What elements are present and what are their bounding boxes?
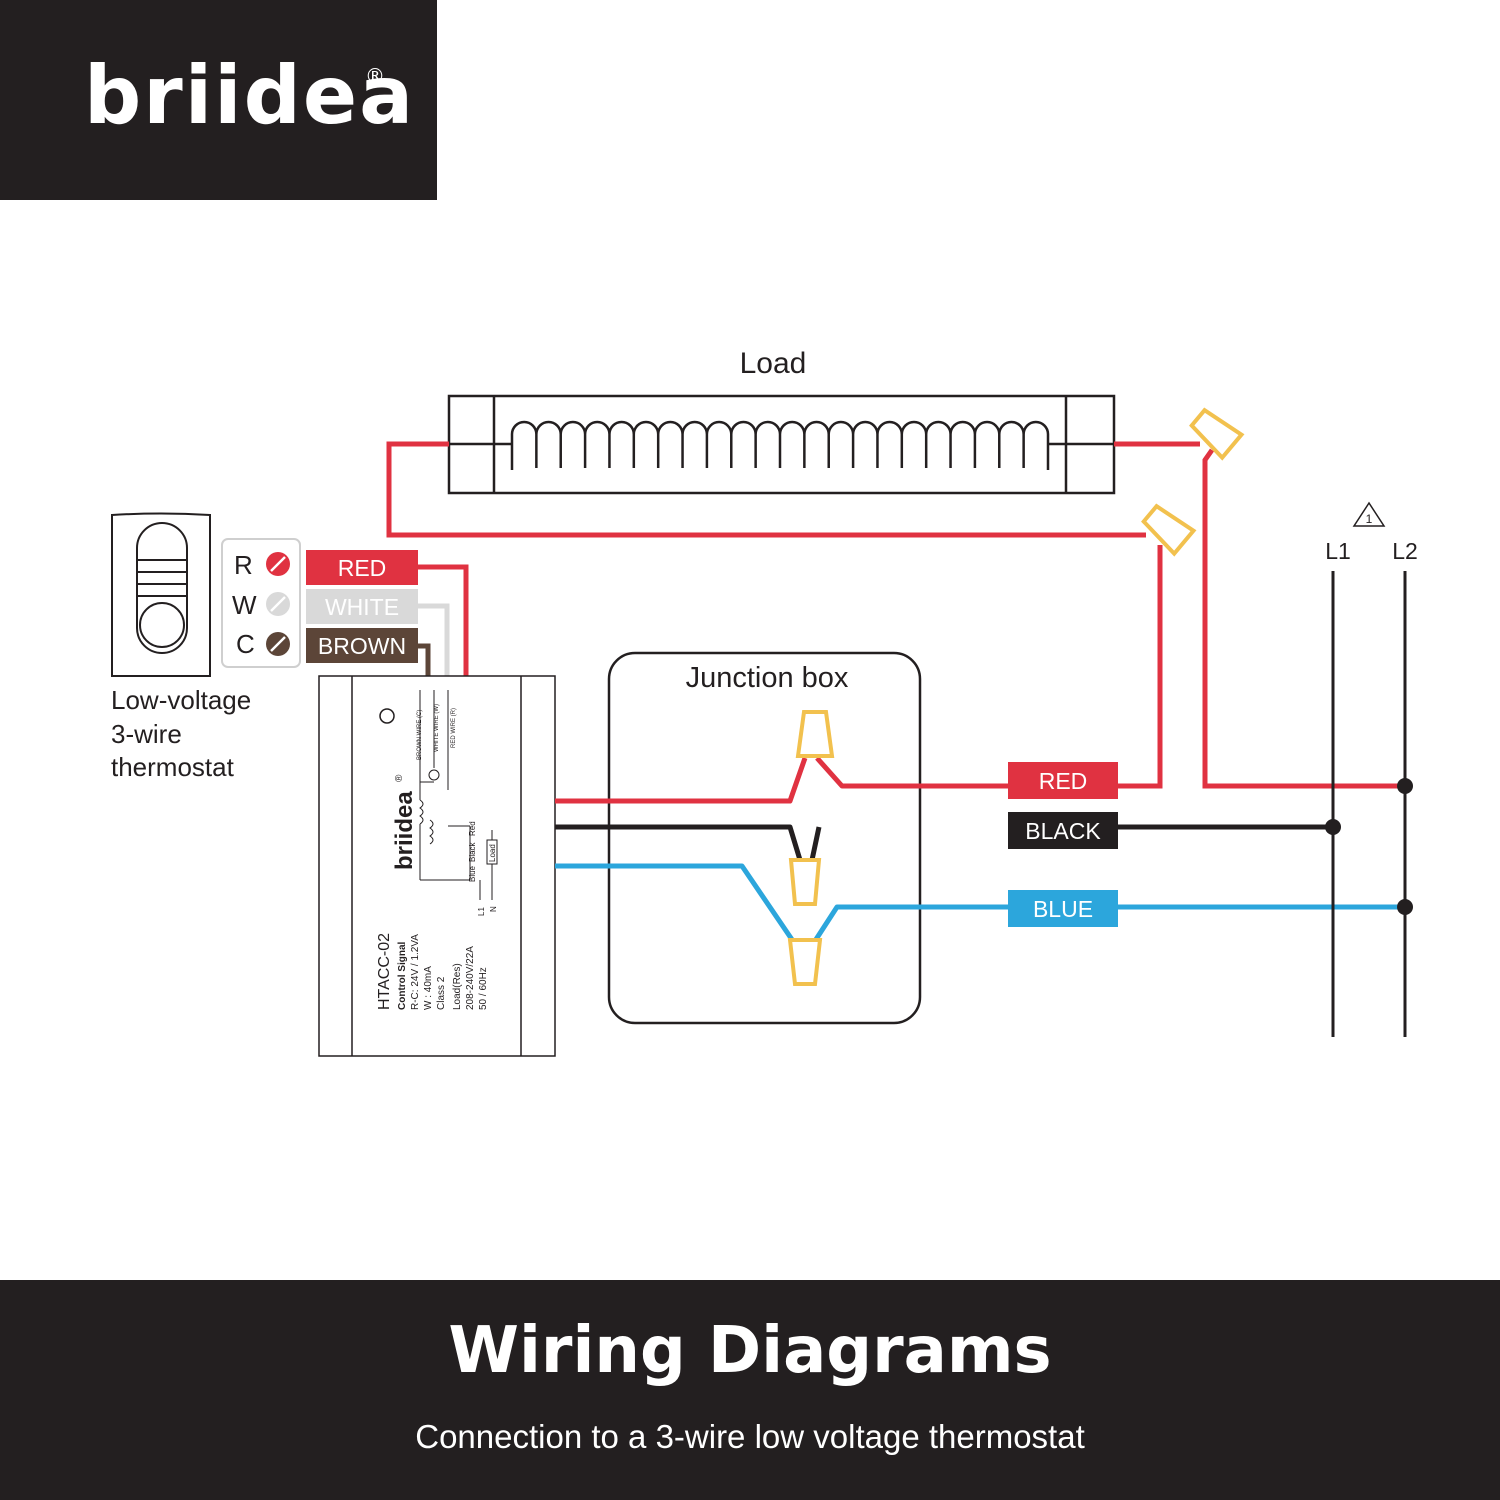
terminal-screw-w-icon	[266, 592, 290, 616]
supply-l1-label: L1	[1325, 538, 1351, 564]
svg-text:Load: Load	[488, 844, 497, 862]
wire-nut	[788, 858, 822, 906]
page-subtitle: Connection to a 3-wire low voltage therm…	[415, 1418, 1085, 1455]
wire-nut	[795, 710, 835, 758]
connection-dot	[1397, 778, 1413, 794]
svg-text:BLACK: BLACK	[1025, 818, 1101, 844]
svg-text:RED: RED	[1039, 768, 1088, 794]
svg-text:208-240V/22A: 208-240V/22A	[465, 946, 476, 1010]
heater-coil	[494, 420, 1066, 470]
thermostat-caption-2: 3-wire	[111, 719, 182, 749]
wire-nut	[787, 938, 823, 986]
svg-text:WHITE WIRE (W): WHITE WIRE (W)	[434, 704, 440, 752]
wiring-diagram: Load Low-voltage 3-wire thermostat R W C	[111, 347, 1418, 1057]
svg-text:Black: Black	[468, 841, 477, 862]
heater-load	[447, 394, 1116, 495]
svg-text:RED: RED	[338, 555, 387, 581]
svg-text:Load(Res): Load(Res)	[452, 963, 463, 1010]
relay-label: briidea ®	[391, 774, 418, 870]
junction-box	[607, 651, 922, 1025]
relay-brand: briidea	[391, 791, 418, 870]
red-wire	[555, 757, 808, 804]
thermostat	[111, 512, 211, 677]
svg-text:BROWN: BROWN	[318, 633, 406, 659]
svg-text:Blue: Blue	[468, 865, 477, 882]
svg-text:Control Signal: Control Signal	[397, 941, 408, 1010]
connection-dot	[1397, 899, 1413, 915]
svg-text:L1: L1	[477, 907, 486, 916]
line-label-blue: BLUE	[1008, 890, 1118, 927]
relay-wire-labels: BROWN WIRE (C) WHITE WIRE (W) RED WIRE (…	[417, 704, 498, 916]
svg-text:WHITE: WHITE	[325, 594, 399, 620]
thermostat-caption-1: Low-voltage	[111, 685, 251, 715]
wire-nut	[1189, 407, 1245, 461]
thermostat-wires	[418, 564, 469, 676]
supply-l2-label: L2	[1392, 538, 1418, 564]
connection-dot	[1325, 819, 1341, 835]
load-label: Load	[740, 347, 807, 380]
svg-text:Red: Red	[468, 821, 477, 836]
line-label-red: RED	[1008, 762, 1118, 799]
line-wires	[555, 756, 1405, 946]
svg-text:RED WIRE (R): RED WIRE (R)	[451, 708, 457, 748]
svg-text:R-C: 24V / 1.2VA: R-C: 24V / 1.2VA	[410, 934, 421, 1010]
terminal-screw-r-icon	[266, 552, 290, 576]
logo: briidea	[84, 49, 416, 142]
junction-box-label: Junction box	[686, 662, 849, 694]
svg-text:BROWN WIRE (C): BROWN WIRE (C)	[417, 710, 423, 760]
terminal-label-c: C	[236, 629, 255, 659]
relay-model: HTACC-02	[376, 933, 393, 1010]
relay-schematic	[419, 690, 498, 900]
svg-text:50 / 60Hz: 50 / 60Hz	[478, 967, 489, 1010]
svg-text:1: 1	[1366, 512, 1373, 526]
black-wire	[555, 824, 803, 861]
wire-nut	[1141, 503, 1197, 557]
wire-label-white: WHITE	[306, 589, 418, 624]
registered-mark: ®	[365, 64, 385, 88]
svg-text:BLUE: BLUE	[1033, 896, 1093, 922]
svg-text:Class 2: Class 2	[436, 976, 447, 1010]
terminal-label-r: R	[234, 550, 253, 580]
relay-module	[318, 675, 556, 1057]
page-title: Wiring Diagrams	[448, 1314, 1052, 1388]
svg-text:N: N	[489, 906, 498, 912]
svg-text:W : 40mA: W : 40mA	[423, 966, 434, 1010]
terminal-label-w: W	[232, 590, 257, 620]
relay-spec-label: HTACC-02 Control Signal R-C: 24V / 1.2VA…	[376, 933, 489, 1010]
wire-label-brown: BROWN	[306, 628, 418, 663]
load-wires	[386, 441, 1405, 789]
relay-registered: ®	[394, 774, 405, 782]
thermostat-caption-3: thermostat	[111, 752, 235, 782]
logo-block: briidea ®	[0, 0, 437, 200]
warning-triangle-icon: 1	[1352, 501, 1386, 527]
line-label-black: BLACK	[1008, 812, 1118, 849]
footer-banner: Wiring Diagrams Connection to a 3-wire l…	[0, 1280, 1500, 1500]
blue-wire	[555, 863, 798, 946]
wire-label-red: RED	[306, 550, 418, 585]
terminal-screw-c-icon	[266, 632, 290, 656]
